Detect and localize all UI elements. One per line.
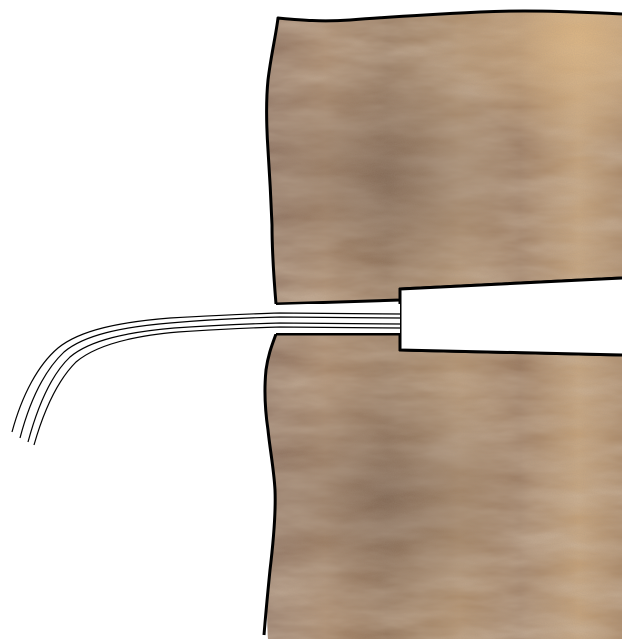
upper-rock-block: [260, 0, 622, 320]
bore-hole: [400, 278, 622, 355]
lower-rock-block: [260, 320, 622, 639]
